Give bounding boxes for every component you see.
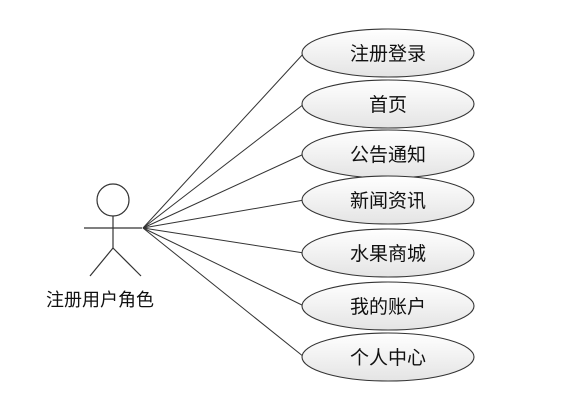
use-case-news: 新闻资讯 <box>301 175 475 225</box>
association-line-my-account <box>142 227 305 307</box>
use-case-home: 首页 <box>301 79 475 129</box>
association-lines <box>142 52 305 358</box>
use-case-ellipse <box>301 175 475 225</box>
actor: 注册用户角色 <box>46 183 154 311</box>
association-line-home <box>142 103 305 229</box>
use-case-ellipse <box>301 281 475 331</box>
use-case-label: 注册登录 <box>350 43 426 65</box>
use-case-label: 我的账户 <box>350 296 426 318</box>
use-case-label: 水果商城 <box>350 243 426 265</box>
use-case-label: 新闻资讯 <box>350 190 426 212</box>
association-line-register-login <box>142 52 305 229</box>
use-case-personal-center: 个人中心 <box>301 332 475 382</box>
use-case-register-login: 注册登录 <box>301 28 475 78</box>
use-case-label: 首页 <box>369 94 407 116</box>
use-case-label: 个人中心 <box>350 347 426 369</box>
use-case-my-account: 我的账户 <box>301 281 475 331</box>
actor-label: 注册用户角色 <box>46 290 154 311</box>
use-case-ellipse <box>301 332 475 382</box>
association-line-announcement <box>142 153 305 229</box>
use-case-ellipse <box>301 228 475 278</box>
actor-left-leg <box>89 247 114 277</box>
use-case-label: 公告通知 <box>350 144 426 166</box>
association-line-fruit-mall <box>142 227 305 254</box>
association-line-personal-center <box>142 227 305 358</box>
use-case-ellipse <box>301 28 475 78</box>
actor-right-leg <box>112 247 142 277</box>
use-case-announcement: 公告通知 <box>301 129 475 179</box>
use-case-fruit-mall: 水果商城 <box>301 228 475 278</box>
actor-head <box>96 183 130 217</box>
use-case-ellipse <box>301 79 475 129</box>
association-line-news <box>142 199 305 229</box>
